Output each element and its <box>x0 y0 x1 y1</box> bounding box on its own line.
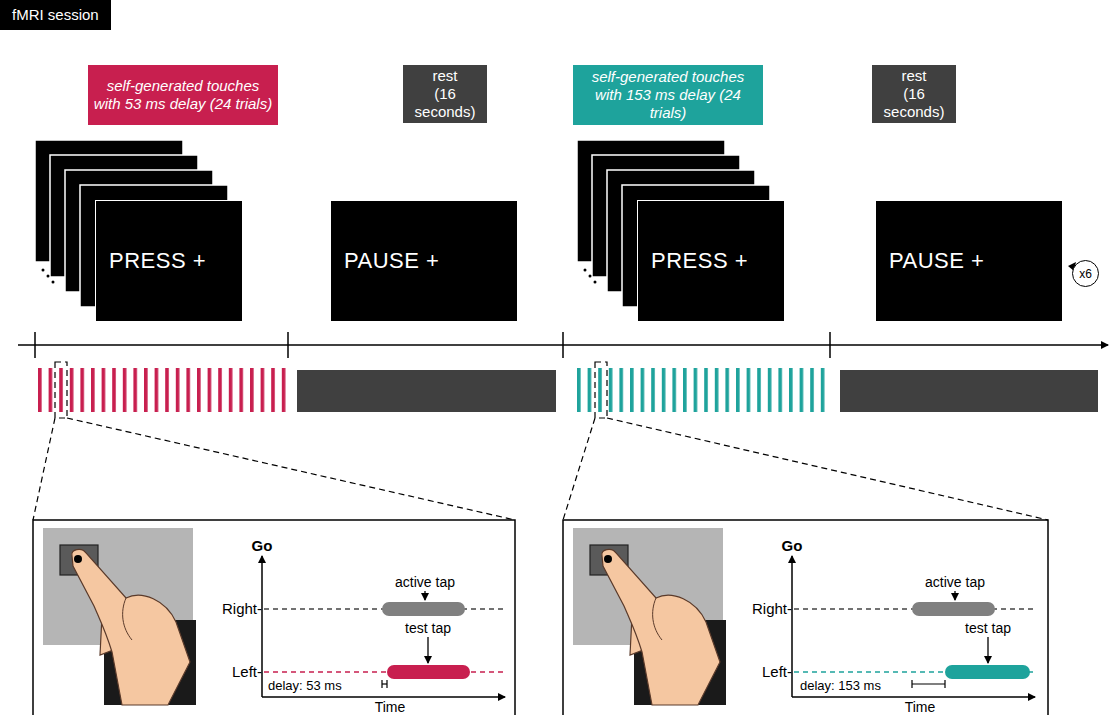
screen-display: PAUSE + <box>330 200 518 322</box>
node-text: (16 seconds) <box>872 85 956 121</box>
condition-box: self-generated touches with 153 ms delay… <box>573 65 763 125</box>
node-text: rest <box>432 67 457 85</box>
node-text: self-generated touches with 153 ms delay… <box>578 68 759 122</box>
axis-label: Time <box>365 699 415 715</box>
tap-label: test tap <box>938 620 1038 636</box>
rest-box: rest(16 seconds) <box>403 65 487 123</box>
delay-label: delay: 153 ms <box>800 678 910 693</box>
node-text: PRESS + <box>109 248 206 274</box>
trial-bars <box>577 368 825 412</box>
axis-label: Left- <box>728 663 792 680</box>
screen-display: PRESS + <box>637 200 785 322</box>
title-box: fMRI session <box>0 0 111 30</box>
axis-label: Time <box>895 699 945 715</box>
condition-box: self-generated touches with 53 ms delay … <box>88 65 278 125</box>
node-text: (16 seconds) <box>403 85 487 121</box>
axis-label: Go <box>772 537 812 554</box>
axis-label: Right- <box>198 600 262 617</box>
hand-illustration <box>43 528 196 705</box>
delay-label: delay: 53 ms <box>268 678 380 693</box>
zoom-lines <box>33 362 1048 520</box>
rest-box: rest(16 seconds) <box>872 65 956 123</box>
screen-display: PAUSE + <box>875 200 1063 322</box>
repeat-circle: x6 <box>1072 260 1099 287</box>
node-text: PAUSE + <box>889 248 984 274</box>
axis-label: Left- <box>198 663 262 680</box>
rest-bar <box>297 370 556 412</box>
node-text: PRESS + <box>651 248 748 274</box>
tap-label: test tap <box>378 620 478 636</box>
node-text: x6 <box>1079 267 1092 281</box>
axis-label: Go <box>242 537 282 554</box>
node-text: self-generated touches with 53 ms delay … <box>93 77 274 113</box>
tap-label: active tap <box>375 574 475 590</box>
detail-panel <box>33 520 1048 715</box>
screen-display: PRESS + <box>95 200 243 322</box>
trial-bars <box>38 368 286 412</box>
timing-chart <box>262 556 1035 697</box>
hand-illustration <box>573 528 726 705</box>
tap-label: active tap <box>905 574 1005 590</box>
timeline <box>18 332 1108 358</box>
node-text: PAUSE + <box>344 248 439 274</box>
rest-bar <box>840 370 1098 412</box>
axis-label: Right- <box>728 600 792 617</box>
node-text: rest <box>901 67 926 85</box>
